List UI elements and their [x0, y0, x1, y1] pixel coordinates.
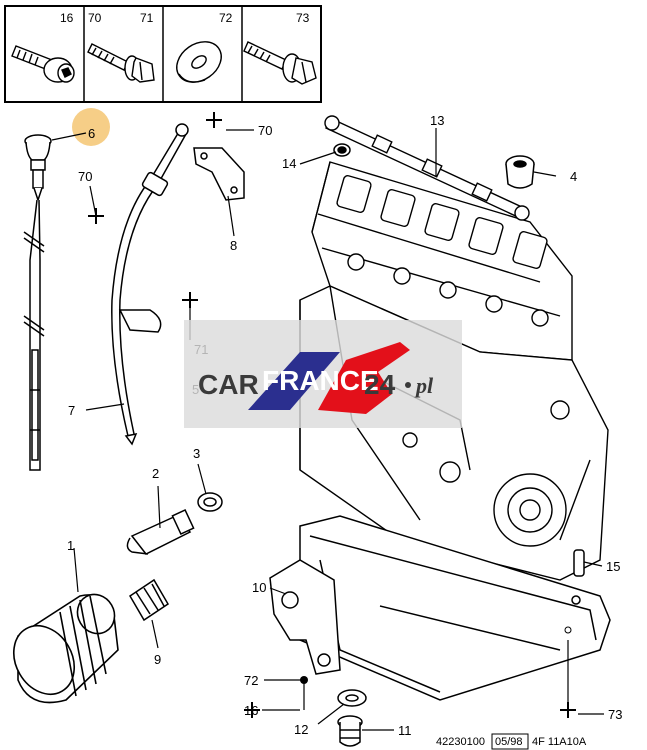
watermark-car: CAR — [198, 369, 259, 400]
watermark-24: 24 — [364, 369, 396, 400]
sealing-washer — [197, 492, 223, 512]
filter-threaded-union — [128, 578, 170, 622]
legend-number-16: 16 — [60, 11, 74, 25]
oil-dipstick — [23, 134, 52, 471]
dipstick-bracket — [193, 147, 245, 201]
callout-2: 2 — [152, 466, 159, 481]
callout-7: 7 — [68, 403, 75, 418]
legend-number-73: 73 — [296, 11, 310, 25]
callout-8: 8 — [230, 238, 237, 253]
callout-70-left: 70 — [78, 169, 92, 184]
callout-6: 6 — [88, 126, 95, 141]
dipstick-guide-tube — [111, 123, 189, 446]
oil-pressure-switch — [126, 508, 195, 555]
highlight-marker — [72, 108, 110, 146]
callout-16: 16 — [244, 703, 258, 718]
legend-number-72: 72 — [219, 11, 233, 25]
locating-dowel — [573, 549, 585, 577]
reference-date: 05/98 — [495, 736, 523, 748]
socket-head-bolt-icon — [11, 45, 75, 83]
reference-number: 42230100 — [436, 736, 485, 748]
watermark-france: FRANCE — [262, 365, 379, 396]
callout-70-top: 70 — [258, 123, 272, 138]
fuel-injector-rail — [324, 115, 530, 221]
hole-marker — [564, 626, 572, 634]
cylinder-head — [311, 161, 573, 361]
callout-12: 12 — [294, 722, 308, 737]
carfrance24-watermark: CAR FRANCE 24 pl — [184, 320, 462, 428]
callout-9: 9 — [154, 652, 161, 667]
stud-marker — [300, 676, 308, 684]
reference-code: 42230100 05/98 4F 11A10A — [436, 733, 587, 750]
legend-number-71: 71 — [140, 11, 154, 25]
oil-filter — [13, 593, 119, 704]
callout-14: 14 — [282, 156, 296, 171]
rail-end-plug — [333, 143, 351, 157]
hex-flange-bolt-icon — [87, 43, 155, 83]
callout-11: 11 — [398, 723, 412, 738]
reference-section: 4F 11A10A — [532, 736, 587, 748]
flange-bolt-icon — [243, 41, 317, 85]
callout-1: 1 — [67, 538, 74, 553]
drain-plug-seal — [337, 689, 367, 707]
callout-15: 15 — [606, 559, 620, 574]
callout-10: 10 — [252, 580, 266, 595]
flat-washer-icon — [176, 41, 222, 83]
leader-lines — [51, 128, 604, 731]
legend-number-70: 70 — [88, 11, 102, 25]
oil-filler-cap — [505, 155, 535, 189]
callout-72: 72 — [244, 673, 258, 688]
oil-sump-pan — [269, 515, 611, 701]
callout-4: 4 — [570, 169, 577, 184]
callout-3: 3 — [193, 446, 200, 461]
drain-plug — [337, 715, 363, 747]
fastener-legend: 16 70 71 72 73 — [4, 5, 322, 103]
watermark-pl: pl — [414, 373, 434, 398]
callout-73: 73 — [608, 707, 622, 722]
callout-13: 13 — [430, 113, 444, 128]
